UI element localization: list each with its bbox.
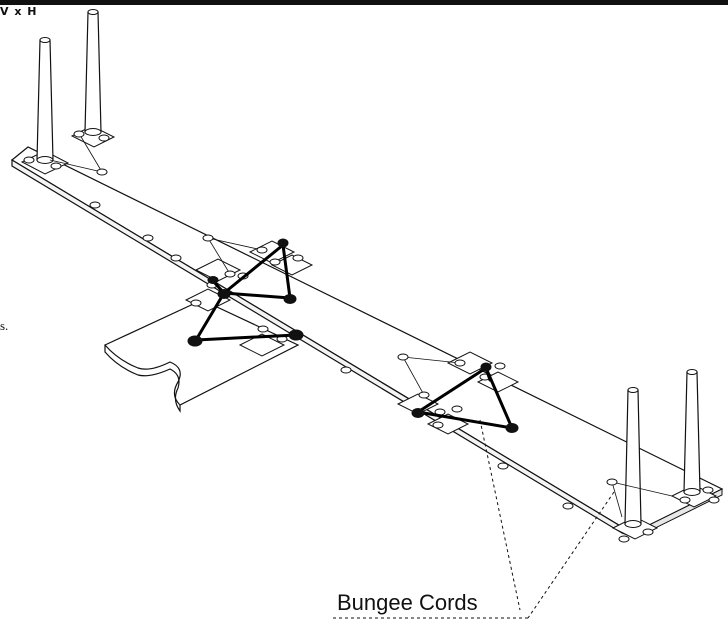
bungee-hooks-2	[411, 362, 519, 433]
cut-off-text: s.	[0, 318, 9, 333]
header-code-label: V x H	[0, 5, 38, 18]
bungee-hooks-1	[187, 238, 304, 347]
leg-3	[624, 387, 642, 528]
bungee-cords-label: Bungee Cords	[337, 590, 478, 615]
screws	[23, 130, 720, 543]
mounting-plates	[20, 125, 718, 540]
callout-leader-lines	[333, 419, 615, 619]
leader-lines	[49, 134, 673, 518]
top-bar	[0, 0, 728, 5]
leg-4	[683, 369, 701, 496]
broken-plank	[104, 299, 300, 413]
bungee-cord-set-2	[416, 366, 514, 430]
leg-2	[84, 9, 102, 136]
leg-1	[36, 37, 54, 164]
